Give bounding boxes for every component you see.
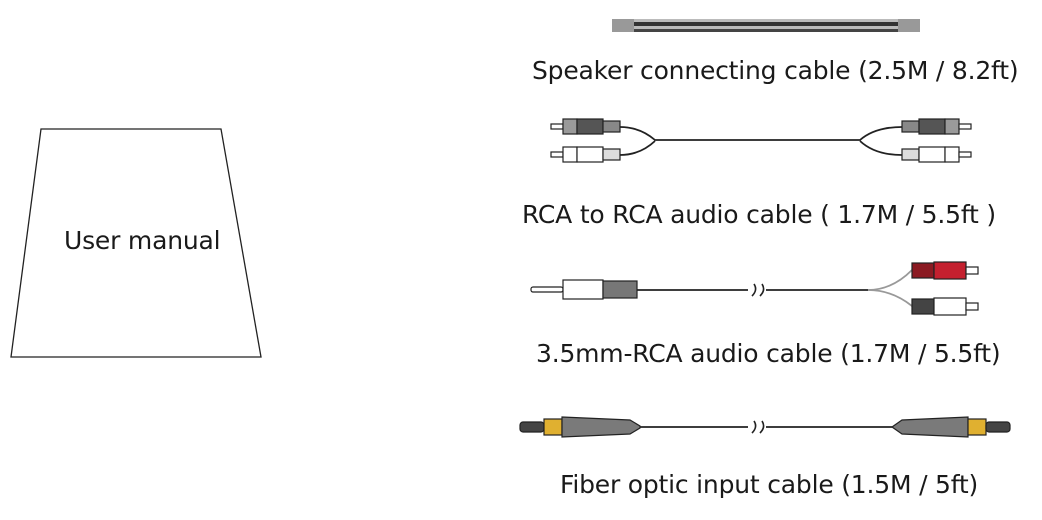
speaker-cable-label: Speaker connecting cable (2.5M / 8.2ft) — [532, 56, 1018, 85]
fiber-optic-cable-label: Fiber optic input cable (1.5M / 5ft) — [560, 470, 978, 499]
speaker-cable-icon — [612, 19, 920, 32]
jack-rca-cable-label: 3.5mm-RCA audio cable (1.7M / 5.5ft) — [536, 339, 1000, 368]
user-manual-label: User manual — [64, 226, 220, 255]
jack-to-rca-cable-icon — [531, 262, 978, 315]
rca-to-rca-cable-icon — [551, 119, 971, 162]
fiber-optic-cable-icon — [520, 417, 1010, 437]
rca-cable-label: RCA to RCA audio cable ( 1.7M / 5.5ft ) — [522, 200, 996, 229]
